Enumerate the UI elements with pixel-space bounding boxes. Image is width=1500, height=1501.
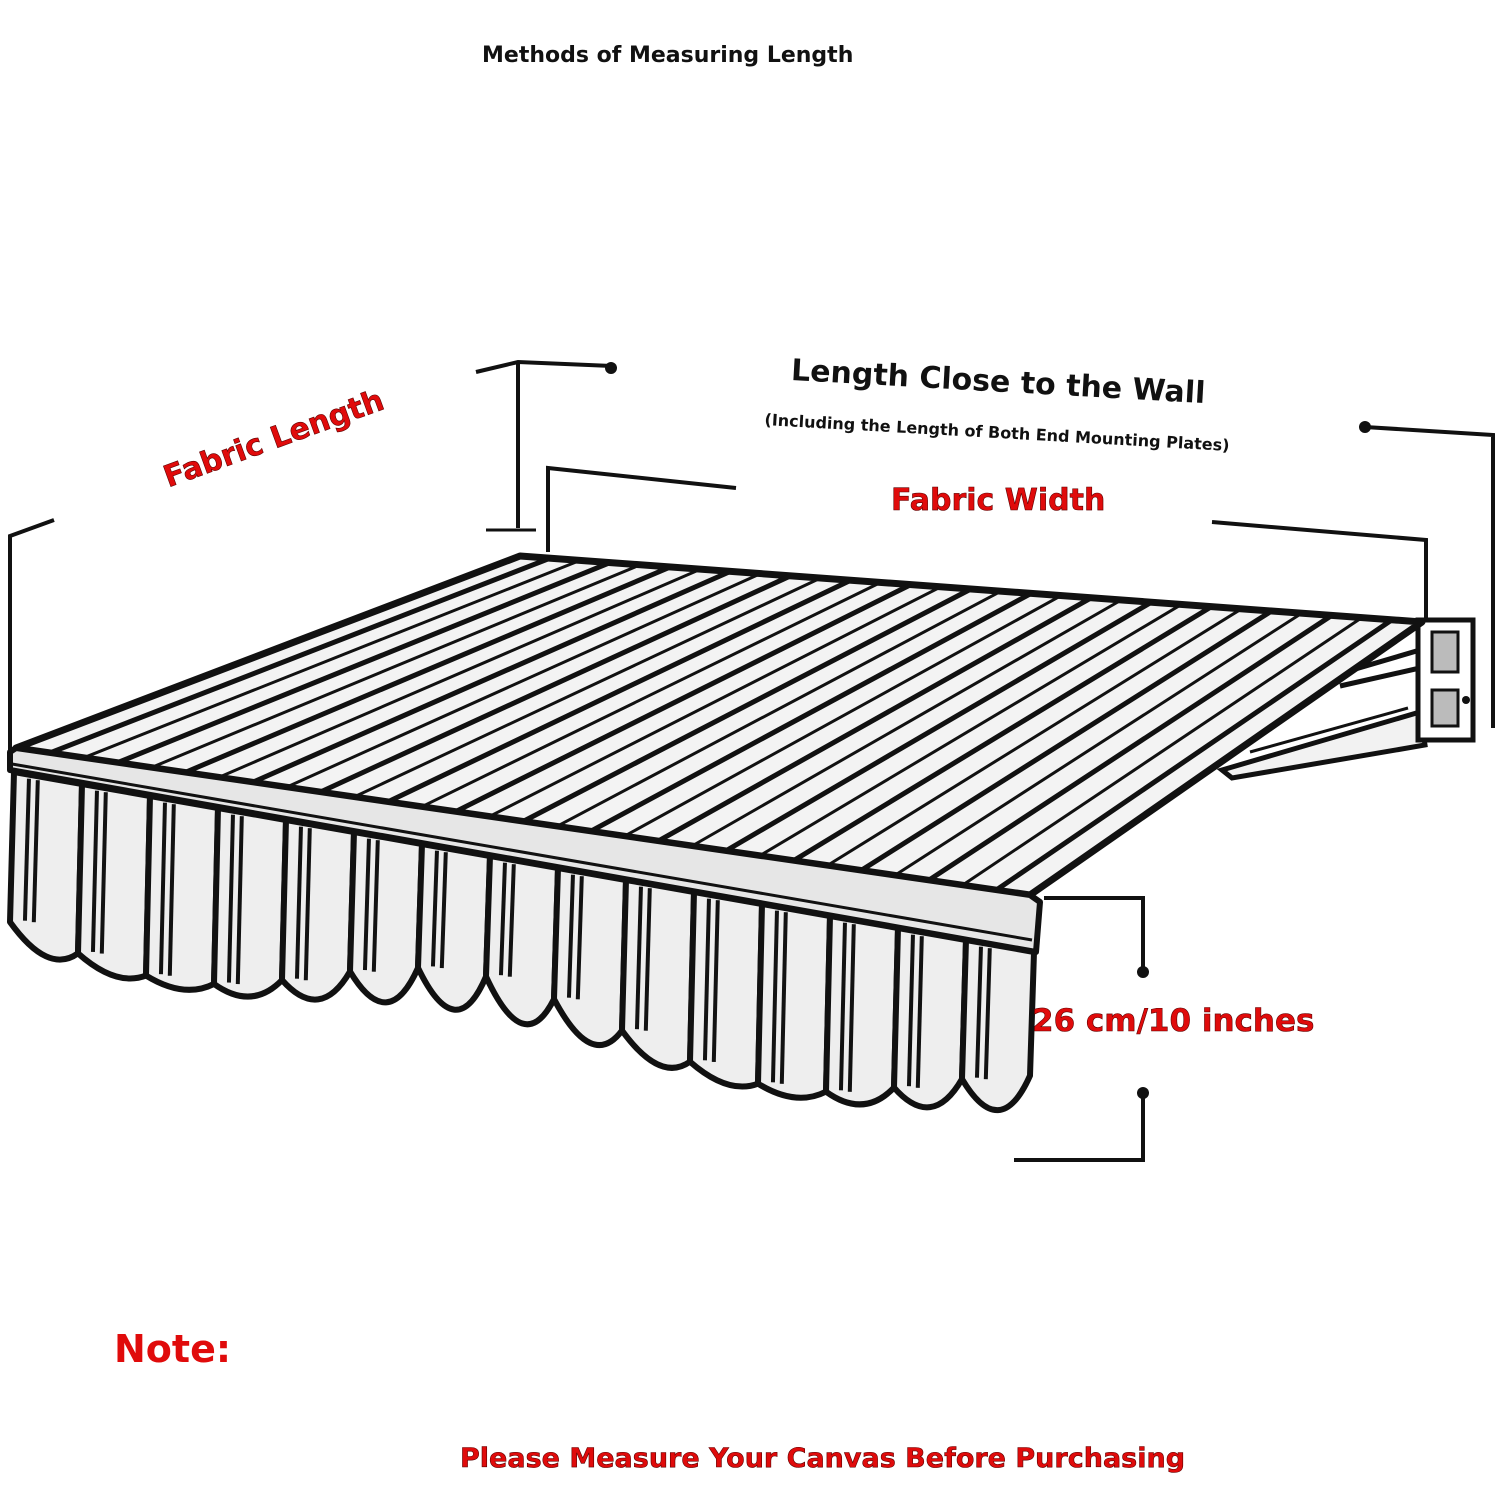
- valance-panel: [891, 925, 969, 1111]
- fabric-stripe-line: [251, 569, 732, 785]
- fabric-stripe-line: [994, 617, 1394, 893]
- measure-notice: Please Measure Your Canvas Before Purcha…: [460, 1443, 1186, 1474]
- valance-stripe-line: [983, 948, 992, 1080]
- valance-stripe-line: [226, 814, 235, 983]
- fabric-width-dimension: [546, 465, 1428, 622]
- valance-stripe-line: [430, 850, 439, 967]
- valance-stripe-line: [770, 910, 779, 1083]
- fabric-stripe-line: [961, 616, 1363, 887]
- valance-stripe-line: [838, 922, 847, 1091]
- valance-panels: [7, 769, 1037, 1114]
- fabric-stripe-line: [184, 564, 672, 775]
- fabric-stripe-line: [656, 595, 1093, 844]
- fabric-stripe-line: [48, 555, 551, 756]
- fabric-stripe-line: [150, 563, 641, 769]
- fabric-stripe-line: [218, 567, 701, 779]
- front-bar: [7, 745, 1043, 955]
- fabric-stripe-line: [927, 613, 1334, 883]
- fabric-stripe-line: [83, 559, 581, 760]
- fabric-stripe-line: [826, 607, 1243, 867]
- valance-panel: [823, 913, 901, 1108]
- fabric-stripe-line: [454, 582, 912, 814]
- valance-panel: [415, 841, 493, 1013]
- valance-height-dimension: [1014, 896, 1149, 1162]
- fabric-stripe-line: [420, 581, 882, 809]
- fabric-stripe-line: [893, 611, 1303, 877]
- valance-panel: [959, 937, 1037, 1114]
- valance-stripe-line: [235, 816, 244, 985]
- valance-stripe-line: [362, 838, 371, 971]
- fabric-stripe-line: [488, 585, 942, 818]
- valance-stripe-line: [847, 924, 856, 1092]
- valance-stripe-line: [915, 936, 924, 1088]
- valance-stripe-line: [702, 898, 711, 1061]
- valance-stripe-line: [22, 778, 31, 921]
- valance-stripe-line: [158, 802, 167, 975]
- fabric-stripe-line: [353, 576, 822, 799]
- fabric-stripe-line: [589, 591, 1033, 834]
- fabric-stripe-line: [319, 573, 792, 795]
- fabric-stripes: [48, 555, 1394, 893]
- valance-height-label: 26 cm/10 inches: [1032, 1003, 1315, 1039]
- valance-panel: [619, 877, 697, 1071]
- wall-bracket: [1216, 617, 1476, 781]
- valance-stripe-line: [634, 886, 643, 1030]
- valance-panel: [755, 901, 833, 1101]
- valance-stripe-line: [566, 874, 575, 998]
- valance-panel: [143, 793, 221, 993]
- fabric-stripe-line: [792, 604, 1213, 863]
- fabric-stripe-line: [386, 577, 852, 805]
- valance-panel: [211, 805, 289, 1000]
- fabric-width-label: Fabric Width: [891, 483, 1106, 518]
- fabric-stripe-line: [285, 572, 762, 789]
- diagram-title: Methods of Measuring Length: [482, 43, 854, 68]
- valance-stripe-line: [498, 862, 507, 976]
- fabric-stripe-line: [724, 600, 1153, 854]
- valance-panel: [75, 781, 153, 982]
- valance-stripe-line: [371, 840, 380, 972]
- valance-panel: [687, 889, 765, 1090]
- valance-stripe-line: [974, 946, 983, 1078]
- valance-stripe-line: [31, 780, 40, 923]
- valance-stripe-line: [643, 888, 652, 1031]
- valance-stripe-line: [575, 876, 584, 1000]
- fabric-stripe-line: [556, 589, 1002, 828]
- valance-stripe-line: [779, 912, 788, 1084]
- valance-stripe-line: [439, 852, 448, 969]
- fabric-stripe-line: [691, 598, 1123, 848]
- fabric-length-dimension: [8, 518, 55, 752]
- valance-stripe-line: [906, 934, 915, 1087]
- fabric-stripe-line: [623, 594, 1062, 838]
- fabric-stripe-line: [859, 608, 1274, 873]
- valance-stripe-line: [167, 804, 176, 976]
- valance-panel: [347, 829, 425, 1006]
- valance-stripe-line: [507, 864, 516, 977]
- wall-length-dimension: [1359, 421, 1495, 728]
- valance-stripe-line: [90, 790, 99, 953]
- valance-panel: [279, 817, 357, 1003]
- mounting-plate-dimension: [475, 359, 617, 532]
- fabric-stripe-line: [758, 603, 1183, 858]
- valance-panel: [483, 853, 561, 1028]
- valance-stripe-line: [99, 792, 108, 954]
- fabric-stripe-line: [521, 586, 973, 824]
- valance-panel: [551, 865, 629, 1049]
- valance-stripe-line: [294, 826, 303, 979]
- valance-panel: [7, 769, 85, 963]
- valance-stripe-line: [303, 828, 312, 981]
- fabric-stripe-line: [116, 560, 612, 766]
- valance-stripe-line: [711, 900, 720, 1062]
- note-label: Note:: [114, 1327, 232, 1371]
